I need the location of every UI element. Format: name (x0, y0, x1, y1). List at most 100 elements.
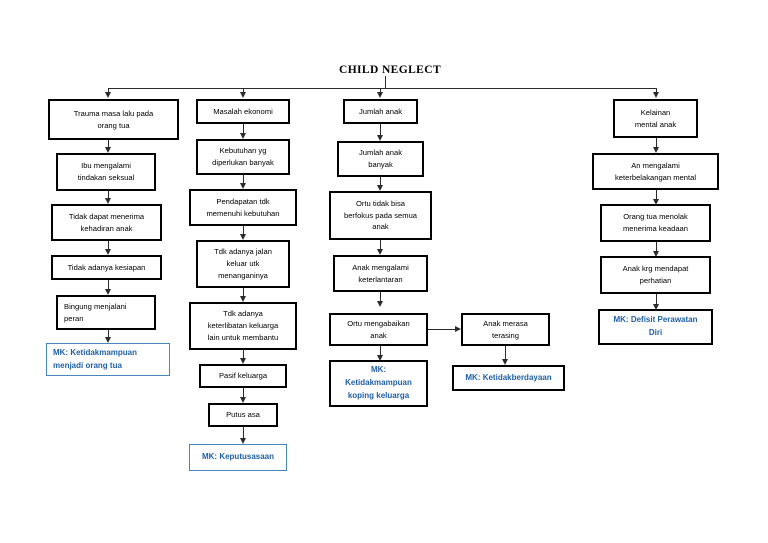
c2-link-6 (243, 388, 244, 398)
root-bus (108, 88, 656, 89)
node-pasif-keluarga[interactable]: Pasif keluarga (199, 364, 287, 388)
c3-arrow-5 (376, 355, 383, 361)
node-label: Pasif keluarga (218, 371, 268, 381)
c3-arrow-2 (376, 185, 383, 191)
node-label: Jumlah anak (358, 106, 403, 116)
c1-link-3 (108, 241, 109, 250)
node-label: An mengalami keterbelakangan mental (614, 160, 697, 182)
c4-link-3 (656, 242, 657, 252)
node-label: MK: Ketidakmampuan menjadi orang tua (53, 347, 138, 370)
node-label: Anak merasa terasing (483, 318, 528, 340)
c2-arrow-2 (239, 183, 246, 189)
c2-arrow-5 (239, 358, 246, 364)
node-bingung-menjalani-peran[interactable]: Bingung menjalani peran (56, 295, 156, 330)
c2-link-1 (243, 124, 244, 134)
node-label: MK: Ketidakberdayaan (465, 372, 552, 382)
c2-arrow-1 (239, 133, 246, 139)
c2-arrow-4 (239, 296, 246, 302)
node-jumlah-anak-banyak[interactable]: Jumlah anak banyak (337, 141, 424, 177)
node-mk-ketidakmampuan-menjadi-orang-tua[interactable]: MK: Ketidakmampuan menjadi orang tua (46, 343, 170, 376)
root-arrow-1 (104, 92, 111, 98)
node-trauma-masa-lalu[interactable]: Trauma masa lalu pada orang tua (48, 99, 179, 140)
c2-arrow-6 (239, 397, 246, 403)
c3-link-3 (380, 240, 381, 250)
c1-link-4 (108, 280, 109, 290)
c1-arrow-4 (104, 289, 111, 295)
node-label: MK: Ketidakmampuan koping keluarga (345, 365, 412, 400)
node-anak-krg-mendapat-perhatian[interactable]: Anak krg mendapat perhatian (600, 256, 711, 294)
root-arrow-4 (652, 92, 659, 98)
node-mk-ketidakberdayaan[interactable]: MK: Ketidakberdayaan (452, 365, 565, 391)
node-ortu-tidak-bisa-berfokus[interactable]: Ortu tidak bisa berfokus pada semua anak (329, 191, 432, 240)
node-label: Ortu tidak bisa berfokus pada semua anak (343, 198, 418, 232)
node-label: Orang tua menolak menerima keadaan (622, 212, 688, 233)
c3-lateral-arrow (455, 325, 461, 332)
node-kebutuhan-yg-diperlukan-banyak[interactable]: Kebutuhan yg diperlukan banyak (196, 139, 290, 175)
node-label: Putus asa (226, 410, 260, 420)
c1-link-2 (108, 191, 109, 199)
node-label: Ibu mengalami tindakan seksual (77, 161, 135, 182)
c3-lateral-link (428, 329, 456, 330)
c4-arrow-4 (652, 304, 659, 310)
c3b-link-1 (505, 346, 506, 360)
root-drop-3 (380, 88, 381, 93)
c3b-arrow-1 (501, 359, 508, 365)
node-mk-defisit-perawatan-diri[interactable]: MK: Defisit Perawatan Diri (598, 309, 713, 345)
c3-link-5 (380, 346, 381, 356)
node-putus-asa[interactable]: Putus asa (208, 403, 278, 427)
c1-arrow-1 (104, 147, 111, 153)
root-drop-2 (243, 88, 244, 93)
node-label: Tidak dapat menerima kehadiran anak (68, 211, 145, 233)
node-tdk-adanya-keterlibatan-keluarga[interactable]: Tdk adanya keterlibatan keluarga lain un… (189, 302, 297, 350)
c1-link-1 (108, 140, 109, 148)
node-tidak-adanya-kesiapan[interactable]: Tidak adanya kesiapan (51, 255, 162, 280)
node-mk-ketidakmampuan-koping-keluarga[interactable]: MK: Ketidakmampuan koping keluarga (329, 360, 428, 407)
c2-link-3 (243, 226, 244, 235)
node-jumlah-anak[interactable]: Jumlah anak (343, 99, 418, 124)
c3-arrow-3 (376, 249, 383, 255)
node-label: Ortu mengabaikan anak (347, 318, 410, 340)
node-pendapatan-tdk-memenuhi-kebutuhan[interactable]: Pendapatan tdk memenuhi kebutuhan (189, 189, 297, 226)
c4-arrow-2 (652, 199, 659, 205)
node-label: Kelainan mental anak (634, 107, 677, 129)
c1-arrow-2 (104, 198, 111, 204)
c1-link-5 (108, 330, 109, 338)
c3-arrow-4 (376, 301, 383, 307)
diagram-title: CHILD NEGLECT (339, 64, 442, 76)
c3-link-4 (380, 292, 381, 302)
root-arrow-3 (376, 92, 383, 98)
node-anak-merasa-terasing[interactable]: Anak merasa terasing (461, 313, 550, 346)
node-label: Trauma masa lalu pada orang tua (73, 108, 154, 130)
c4-arrow-1 (652, 147, 659, 153)
root-arrow-2 (239, 92, 246, 98)
node-orang-tua-menolak-menerima-keadaan[interactable]: Orang tua menolak menerima keadaan (600, 204, 711, 242)
c2-arrow-7 (239, 438, 246, 444)
c4-arrow-3 (652, 251, 659, 257)
node-ortu-mengabaikan-anak[interactable]: Ortu mengabaikan anak (329, 313, 428, 346)
node-tidak-dapat-menerima-kehadiran-anak[interactable]: Tidak dapat menerima kehadiran anak (51, 204, 162, 241)
root-drop-1 (108, 88, 109, 93)
node-label: MK: Keputusasaan (201, 452, 274, 462)
node-label: Bingung menjalani peran (64, 301, 127, 323)
node-masalah-ekonomi[interactable]: Masalah ekonomi (196, 99, 290, 124)
node-label: Tdk adanya jalan keluar utk menanganinya (214, 247, 272, 280)
node-mk-keputusasaan[interactable]: MK: Keputusasaan (189, 444, 287, 471)
c4-link-4 (656, 294, 657, 305)
node-ibu-mengalami-tindakan-seksual[interactable]: Ibu mengalami tindakan seksual (56, 153, 156, 191)
c2-link-4 (243, 288, 244, 297)
node-label: MK: Defisit Perawatan Diri (613, 315, 698, 337)
node-anak-mengalami-keterlantaran[interactable]: Anak mengalami keterlantaran (333, 255, 428, 292)
c1-arrow-5 (104, 337, 111, 343)
c2-link-7 (243, 427, 244, 439)
node-label: Tidak adanya kesiapan (67, 262, 146, 272)
node-label: Masalah ekonomi (213, 106, 273, 116)
node-kelainan-mental-anak[interactable]: Kelainan mental anak (613, 99, 698, 138)
node-label: Anak mengalami keterlantaran (352, 262, 409, 284)
root-stem (385, 76, 386, 88)
node-label: Kebutuhan yg diperlukan banyak (212, 146, 274, 167)
root-drop-4 (656, 88, 657, 93)
c4-link-2 (656, 190, 657, 200)
node-tdk-adanya-jalan-keluar[interactable]: Tdk adanya jalan keluar utk menanganinya (196, 240, 290, 288)
node-an-mengalami-keterbelakangan-mental[interactable]: An mengalami keterbelakangan mental (592, 153, 719, 190)
